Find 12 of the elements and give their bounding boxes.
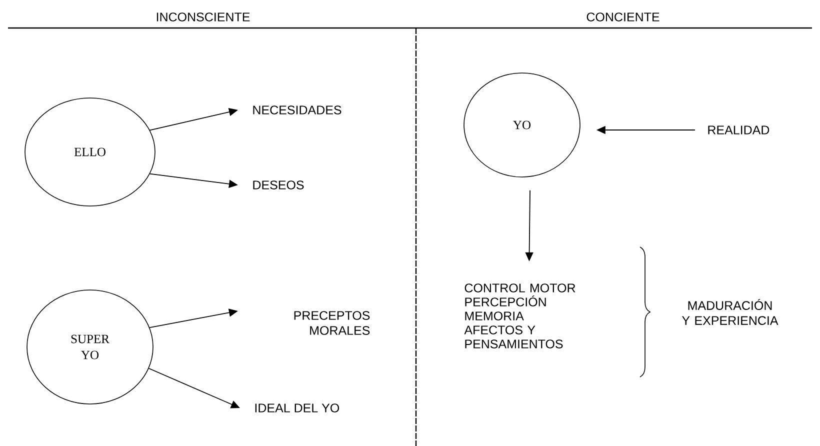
node-text: DESEOS bbox=[253, 180, 304, 190]
node-text: NECESIDADES bbox=[253, 106, 342, 114]
note-text: MADURACIÓN Y EXPERIENCIA bbox=[682, 299, 778, 325]
heading: CONCIENTE bbox=[586, 12, 660, 22]
heading: INCONSCIENTE bbox=[156, 12, 250, 22]
node-text: REALIDAD bbox=[708, 126, 770, 134]
node-text: PRECEPTOS MORALES bbox=[294, 311, 370, 335]
ellipse-node: ELLO bbox=[24, 98, 156, 206]
node-text: IDEAL DEL YO bbox=[255, 404, 340, 412]
node-text: CONTROL MOTOR PERCEPCIÓN MEMORIA AFECTOS Y PENSAMIENTOS bbox=[464, 284, 576, 348]
ellipse-node: YO bbox=[464, 72, 580, 178]
ellipse-node: SUPER YO bbox=[26, 290, 154, 404]
